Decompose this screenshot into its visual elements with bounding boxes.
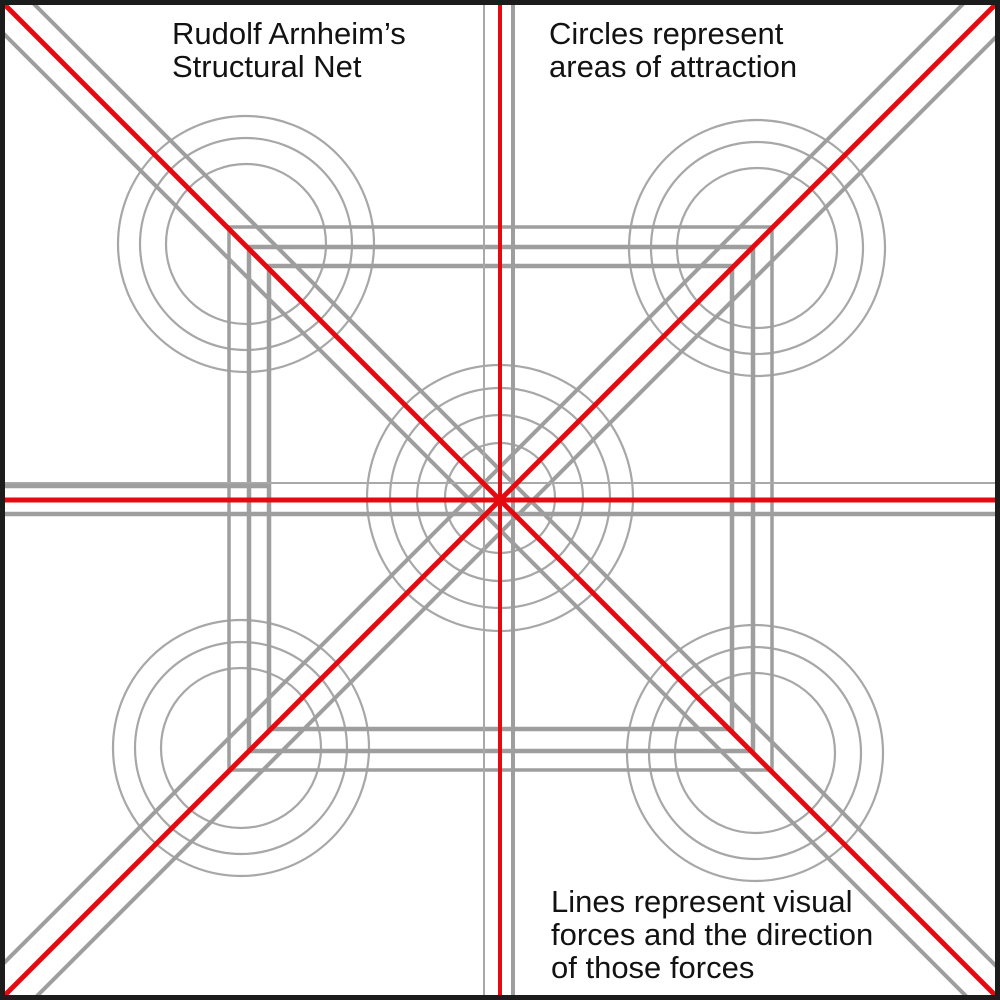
lines-annotation-line: forces and the direction: [551, 917, 874, 952]
attraction-cluster-bottom-left-ring: [133, 640, 349, 856]
circles-annotation: Circles represent areas of attraction: [549, 17, 797, 83]
title-label: Rudolf Arnheim’s Structural Net: [172, 17, 406, 83]
lines-annotation: Lines represent visual forces and the di…: [551, 885, 873, 984]
lines-annotation-line: Lines represent visual: [551, 884, 853, 919]
attraction-cluster-top-left-ring: [138, 136, 354, 352]
lines-annotation-line: of those forces: [551, 950, 755, 985]
title-line: Structural Net: [172, 49, 362, 84]
attraction-cluster-top-left-ring: [116, 114, 376, 374]
title-line: Rudolf Arnheim’s: [172, 16, 406, 51]
circles-annotation-line: areas of attraction: [549, 49, 798, 84]
attraction-cluster-bottom-left-ring: [159, 666, 323, 830]
circles-annotation-line: Circles represent: [549, 16, 784, 51]
attraction-cluster-top-left-ring: [164, 162, 328, 326]
attraction-cluster-bottom-left-ring: [111, 618, 371, 878]
